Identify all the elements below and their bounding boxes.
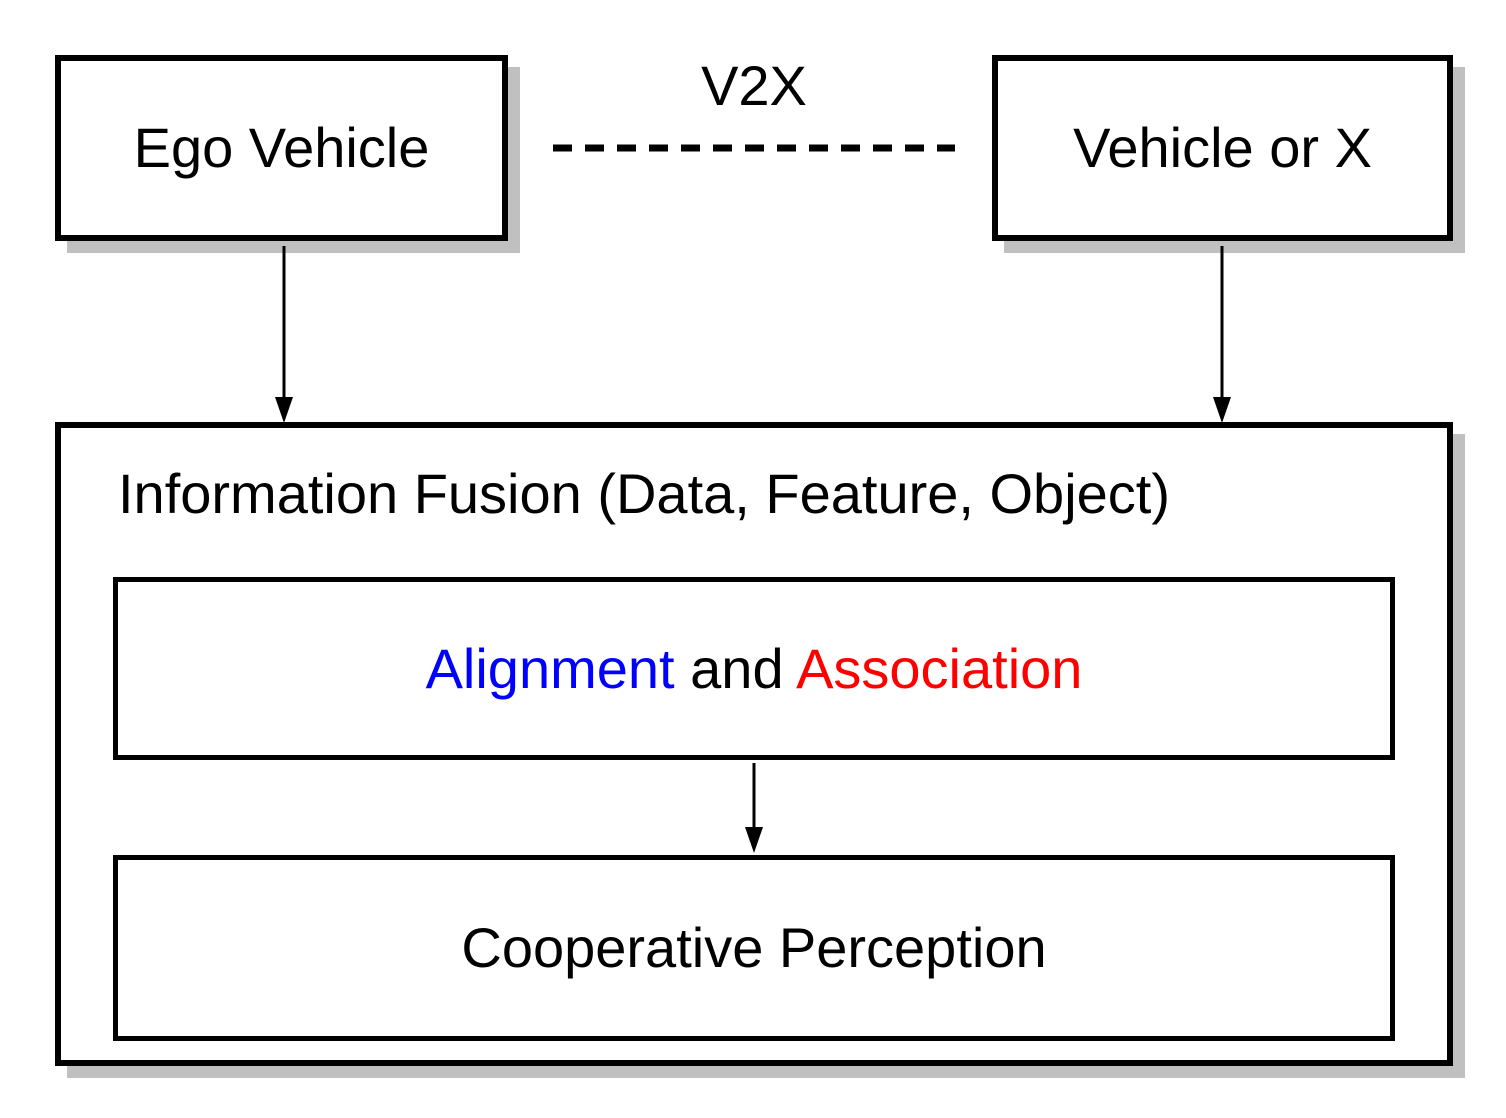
node-alignment-association: Alignment and Association: [113, 577, 1395, 760]
ego-vehicle-label: Ego Vehicle: [133, 116, 430, 180]
node-cooperative-perception: Cooperative Perception: [113, 855, 1395, 1041]
node-ego-vehicle: Ego Vehicle: [55, 55, 508, 241]
node-information-fusion: Information Fusion (Data, Feature, Objec…: [55, 422, 1453, 1066]
edge-x-to-fusion-arrow: [1213, 246, 1231, 423]
v2x-edge-label: V2X: [701, 54, 807, 117]
cooperative-perception-label: Cooperative Perception: [461, 916, 1047, 980]
alignment-association-label: Alignment and Association: [425, 636, 1083, 700]
association-label: Association: [796, 636, 1083, 700]
node-vehicle-or-x: Vehicle or X: [992, 55, 1453, 241]
alignment-label: Alignment: [425, 636, 675, 700]
conjunction-label: and: [690, 636, 784, 700]
information-fusion-title: Information Fusion (Data, Feature, Objec…: [118, 462, 1170, 525]
vehicle-or-x-label: Vehicle or X: [1073, 116, 1372, 180]
edge-ego-to-fusion-arrow: [275, 246, 293, 423]
